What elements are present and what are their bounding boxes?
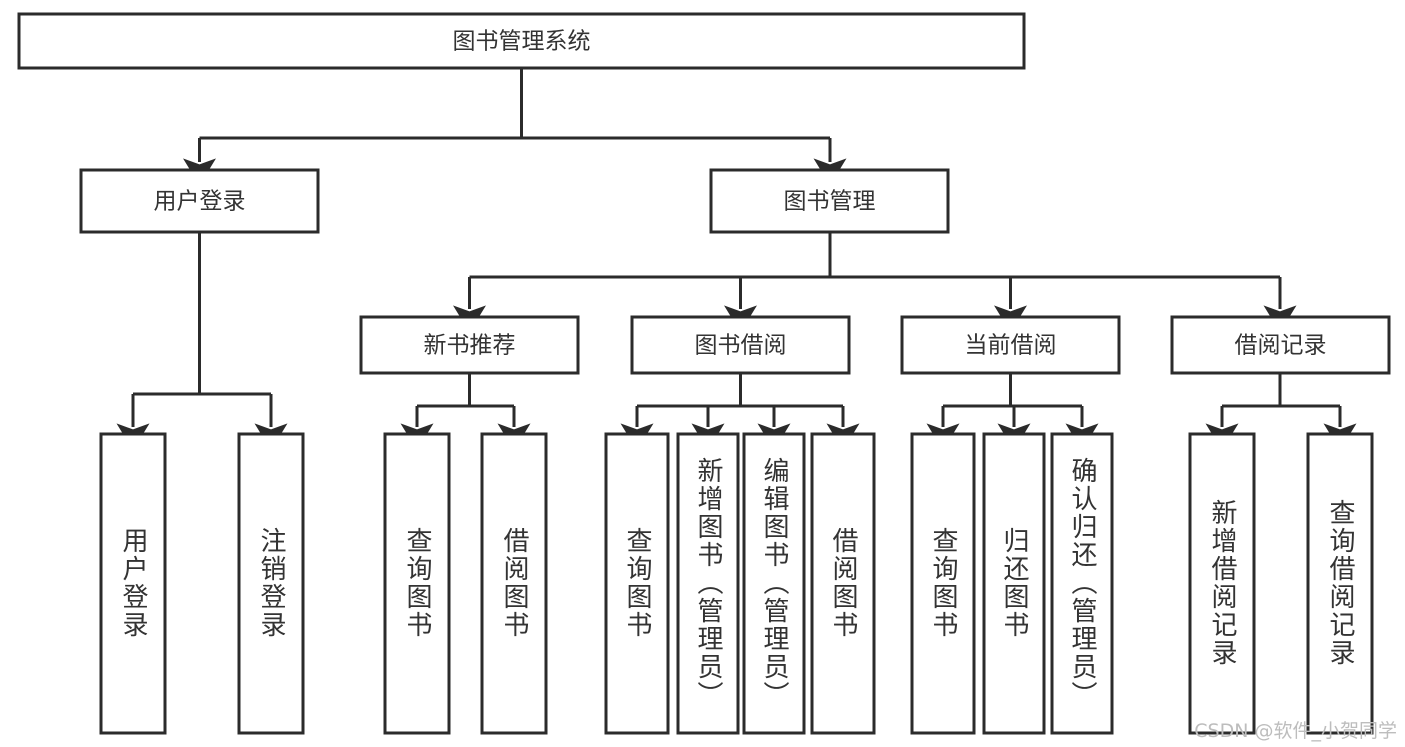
node-current-borrow-label: 当前借阅 [965, 333, 1057, 359]
node-book-manage-box[interactable] [709, 168, 950, 234]
node-leaf-add-book[interactable]: 新增图书（管理员） [676, 432, 740, 735]
node-book-manage[interactable]: 图书管理 [709, 168, 950, 234]
node-leaf-query-book-1[interactable]: 查询图书 [383, 432, 451, 735]
node-borrow-record-label: 借阅记录 [1235, 333, 1327, 359]
node-leaf-logout-login[interactable]: 注销登录 [237, 432, 305, 735]
node-root-label: 图书管理系统 [453, 29, 591, 55]
node-new-book-recommend-label: 新书推荐 [424, 333, 516, 359]
node-leaf-confirm-return[interactable]: 确认归还（管理员） [1050, 432, 1114, 735]
node-user-login-label: 用户登录 [154, 189, 246, 215]
node-leaf-add-record-box[interactable] [1188, 432, 1256, 735]
node-leaf-query-book-2-box[interactable] [604, 432, 670, 735]
node-leaf-query-book-2[interactable]: 查询图书 [604, 432, 670, 735]
node-leaf-user-login[interactable]: 用户登录 [99, 432, 167, 735]
node-user-login[interactable]: 用户登录 [79, 168, 320, 234]
node-leaf-add-book-label: 新增图书（管理员） [693, 457, 723, 709]
node-leaf-borrow-book-1[interactable]: 借阅图书 [480, 432, 548, 735]
node-leaf-logout-login-label: 注销登录 [256, 527, 286, 639]
node-leaf-query-book-1-box[interactable] [383, 432, 451, 735]
node-book-borrow[interactable]: 图书借阅 [630, 315, 851, 375]
node-leaf-borrow-book-1-label: 借阅图书 [499, 527, 529, 639]
node-root-box[interactable] [17, 12, 1026, 70]
node-leaf-return-book-label: 归还图书 [999, 527, 1029, 639]
node-leaf-query-record-label: 查询借阅记录 [1325, 499, 1355, 667]
node-leaf-query-record-box[interactable] [1306, 432, 1374, 735]
node-leaf-edit-book-box[interactable] [742, 432, 806, 735]
node-new-book-recommend[interactable]: 新书推荐 [359, 315, 580, 375]
node-user-login-box[interactable] [79, 168, 320, 234]
connector-group [116, 68, 1357, 451]
node-leaf-query-record[interactable]: 查询借阅记录 [1306, 432, 1374, 735]
node-current-borrow-box[interactable] [900, 315, 1121, 375]
node-leaf-add-record-label: 新增借阅记录 [1207, 499, 1237, 667]
node-leaf-query-book-3-box[interactable] [910, 432, 976, 735]
node-leaf-query-book-3-label: 查询图书 [928, 527, 958, 639]
node-leaf-edit-book[interactable]: 编辑图书（管理员） [742, 432, 806, 735]
node-leaf-confirm-return-box[interactable] [1050, 432, 1114, 735]
node-book-borrow-label: 图书借阅 [695, 333, 787, 359]
node-leaf-add-record[interactable]: 新增借阅记录 [1188, 432, 1256, 735]
node-root[interactable]: 图书管理系统 [17, 12, 1026, 70]
node-book-manage-label: 图书管理 [784, 189, 876, 215]
node-leaf-query-book-3[interactable]: 查询图书 [910, 432, 976, 735]
node-leaf-return-book[interactable]: 归还图书 [982, 432, 1046, 735]
node-leaf-edit-book-label: 编辑图书（管理员） [759, 457, 789, 709]
node-leaf-borrow-book-2-box[interactable] [810, 432, 876, 735]
node-leaf-logout-login-box[interactable] [237, 432, 305, 735]
node-leaf-user-login-box[interactable] [99, 432, 167, 735]
node-leaf-add-book-box[interactable] [676, 432, 740, 735]
node-leaf-confirm-return-label: 确认归还（管理员） [1067, 457, 1097, 709]
node-borrow-record[interactable]: 借阅记录 [1170, 315, 1391, 375]
node-borrow-record-box[interactable] [1170, 315, 1391, 375]
node-leaf-borrow-book-2[interactable]: 借阅图书 [810, 432, 876, 735]
node-new-book-recommend-box[interactable] [359, 315, 580, 375]
node-book-borrow-box[interactable] [630, 315, 851, 375]
node-leaf-return-book-box[interactable] [982, 432, 1046, 735]
node-current-borrow[interactable]: 当前借阅 [900, 315, 1121, 375]
node-leaf-query-book-2-label: 查询图书 [622, 527, 652, 639]
node-leaf-query-book-1-label: 查询图书 [402, 527, 432, 639]
node-leaf-user-login-label: 用户登录 [118, 527, 148, 639]
node-leaf-borrow-book-1-box[interactable] [480, 432, 548, 735]
node-leaf-borrow-book-2-label: 借阅图书 [828, 527, 858, 639]
